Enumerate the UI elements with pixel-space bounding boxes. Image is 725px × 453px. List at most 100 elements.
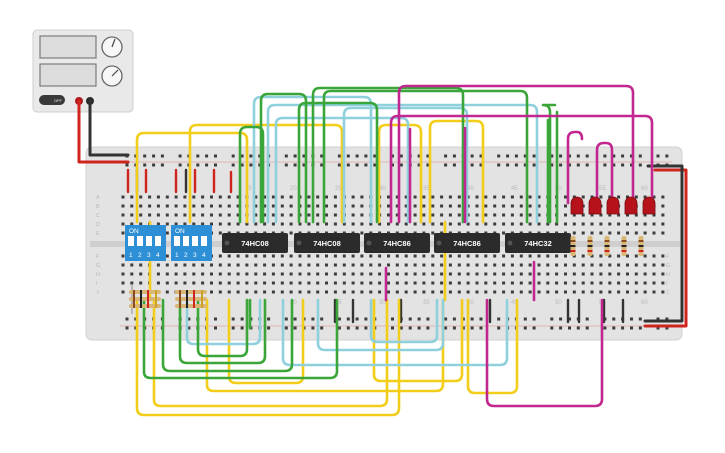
breadboard-hole	[484, 290, 488, 294]
breadboard-hole	[576, 326, 580, 330]
breadboard-hole	[452, 154, 456, 158]
breadboard-hole	[457, 195, 461, 199]
cyan-wires[interactable]	[185, 95, 539, 367]
output-leds[interactable]	[570, 196, 656, 215]
led	[606, 196, 620, 215]
chip-5[interactable]: 74HC32	[505, 233, 571, 253]
breadboard-hole	[634, 281, 638, 285]
row-letter: E	[96, 231, 100, 237]
breadboard-hole	[289, 231, 293, 235]
column-number: 30	[379, 300, 386, 306]
breadboard-hole	[572, 290, 576, 294]
psu-power-button[interactable]	[39, 95, 65, 105]
breadboard-hole	[506, 163, 510, 167]
breadboard-hole	[125, 317, 129, 321]
pulldown-resistors[interactable]	[129, 285, 207, 314]
breadboard-hole	[369, 272, 373, 276]
breadboard-hole	[218, 290, 222, 294]
breadboard-hole	[452, 326, 456, 330]
breadboard-hole	[125, 163, 129, 167]
dip-switch-2[interactable]: ON 1 2 3 4	[171, 225, 212, 261]
breadboard-hole	[387, 254, 390, 258]
breadboard-hole	[510, 263, 514, 267]
breadboard-hole	[617, 272, 621, 276]
breadboard-hole	[523, 163, 527, 167]
breadboard-hole	[391, 154, 394, 158]
breadboard-hole	[408, 326, 412, 330]
magenta-wires[interactable]	[384, 84, 654, 408]
breadboard-hole	[404, 263, 408, 267]
breadboard-hole	[537, 290, 541, 294]
breadboard-hole	[351, 204, 355, 208]
power-wires[interactable]	[77, 99, 688, 328]
breadboard-hole	[497, 317, 501, 321]
breadboard-hole	[201, 195, 205, 199]
breadboard-hole	[231, 163, 235, 167]
breadboard-hole	[475, 204, 479, 208]
row-letter: G	[666, 263, 670, 269]
breadboard-hole	[174, 222, 178, 226]
breadboard-hole	[617, 195, 621, 199]
breadboard-hole	[417, 326, 421, 330]
breadboard-hole	[351, 222, 355, 226]
chip-1[interactable]: 74HC08	[222, 233, 288, 253]
breadboard-hole	[351, 195, 355, 199]
led	[642, 196, 656, 215]
breadboard-hole	[183, 213, 187, 217]
breadboard-hole	[139, 195, 143, 199]
breadboard-hole	[502, 263, 506, 267]
breadboard-hole	[148, 213, 152, 217]
breadboard-hole	[559, 163, 563, 167]
breadboard-hole	[320, 326, 324, 330]
breadboard-hole	[590, 290, 594, 294]
breadboard-hole	[218, 281, 222, 285]
breadboard-hole	[568, 326, 571, 330]
breadboard-hole	[493, 254, 497, 258]
power-supply[interactable]: OFF	[32, 29, 134, 113]
breadboard-hole	[404, 281, 408, 285]
breadboard-hole	[192, 204, 196, 208]
breadboard-hole	[528, 213, 532, 217]
breadboard-hole	[431, 213, 435, 217]
right-power-bridge-black	[643, 164, 684, 323]
chip-4[interactable]: 74HC86	[434, 233, 500, 253]
breadboard-hole	[576, 163, 580, 167]
breadboard-hole	[422, 272, 426, 276]
dip-switch-1[interactable]: ON 1 2 3 4	[125, 225, 166, 261]
breadboard-hole	[603, 326, 607, 330]
breadboard-hole	[387, 213, 390, 217]
breadboard-hole	[643, 213, 647, 217]
breadboard-hole	[564, 272, 567, 276]
chip-3[interactable]: 74HC86	[364, 233, 430, 253]
breadboard-hole	[585, 326, 589, 330]
psu-current-display	[39, 63, 97, 87]
breadboard-hole	[466, 290, 470, 294]
breadboard-hole	[626, 263, 629, 267]
resistor-band	[587, 240, 593, 242]
breadboard-hole	[537, 263, 541, 267]
breadboard-hole	[395, 272, 399, 276]
green-wires[interactable]	[142, 86, 559, 380]
breadboard-hole	[484, 254, 488, 258]
breadboard-hole	[532, 317, 536, 321]
breadboard-hole	[218, 272, 222, 276]
breadboard-hole	[555, 281, 559, 285]
breadboard-hole	[546, 263, 550, 267]
breadboard-hole	[590, 222, 594, 226]
chip-2[interactable]: 74HC08	[294, 233, 360, 253]
column-number: 55	[599, 186, 606, 192]
breadboard-hole	[564, 213, 567, 217]
breadboard-hole	[165, 195, 169, 199]
breadboard-hole	[267, 326, 271, 330]
breadboard-hole	[395, 290, 399, 294]
breadboard-hole	[214, 326, 217, 330]
breadboard-hole	[280, 213, 284, 217]
breadboard-hole	[440, 222, 444, 226]
breadboard-hole	[387, 195, 390, 199]
breadboard-hole	[298, 290, 302, 294]
led-resistors[interactable]	[570, 236, 644, 256]
breadboard-hole	[502, 281, 506, 285]
breadboard-hole	[431, 204, 435, 208]
breadboard-hole	[546, 222, 550, 226]
breadboard-hole	[572, 281, 576, 285]
